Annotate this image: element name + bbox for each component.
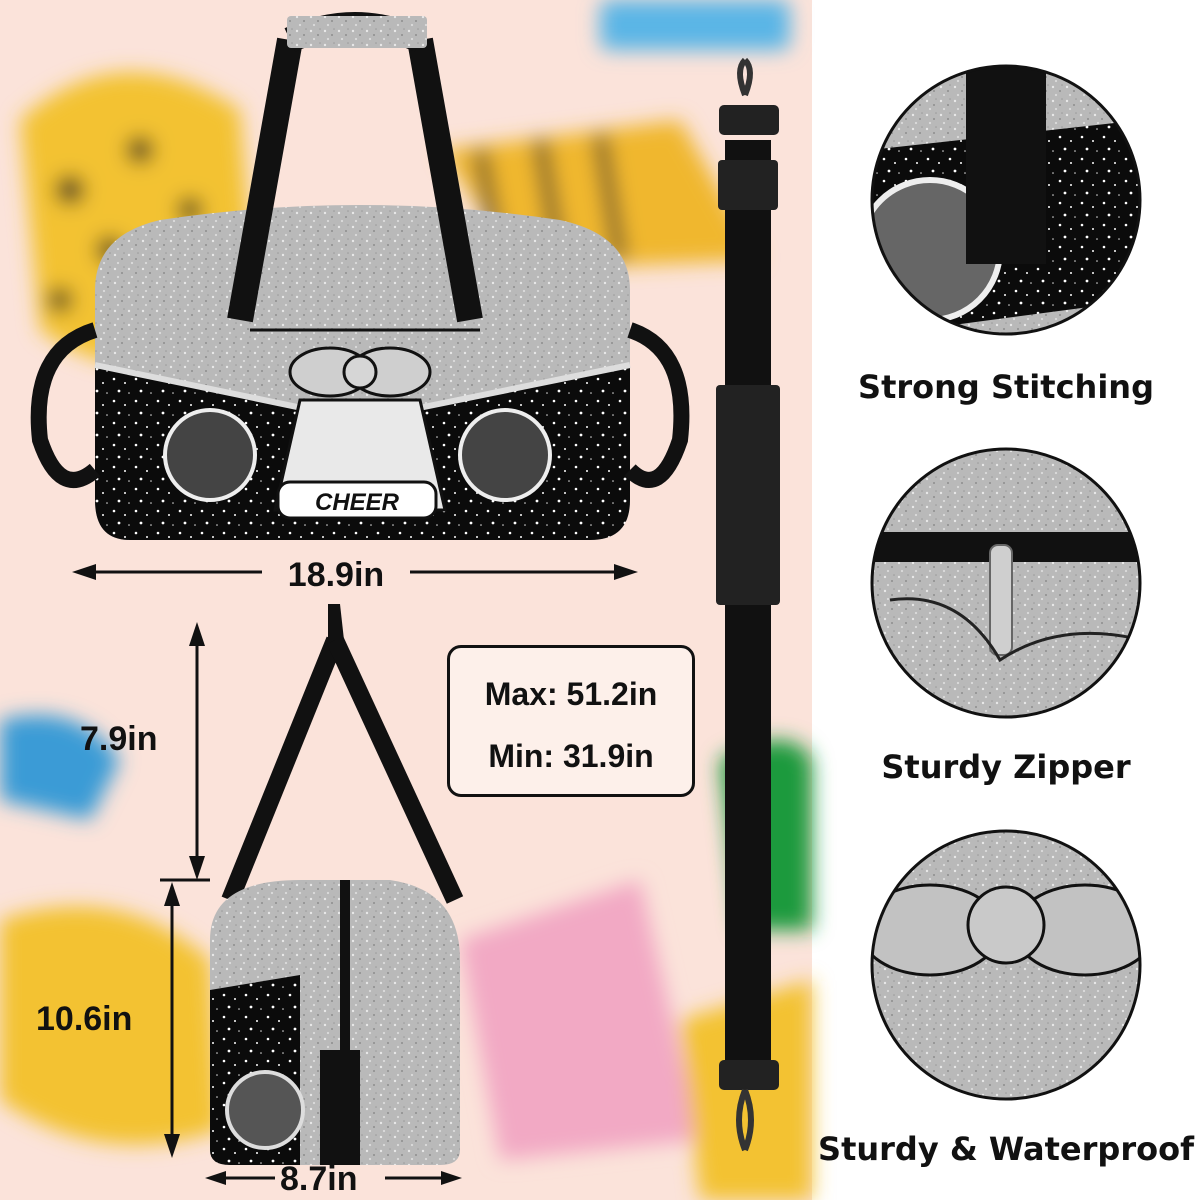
shoulder-strap: [716, 57, 780, 1152]
width-label: 18.9in: [287, 556, 385, 594]
side-width-arrow: [205, 1171, 462, 1185]
side-width-label: 8.7in: [280, 1160, 358, 1198]
feature-stitching-label: Strong Stitching: [858, 368, 1154, 406]
bag-side-view: [210, 604, 464, 1165]
feature-zipper-image: [870, 447, 1142, 719]
width-arrow: [72, 564, 638, 580]
height-arrow: [160, 622, 210, 882]
feature-waterproof-label: Sturdy & Waterproof: [818, 1130, 1194, 1168]
feature-zipper-label: Sturdy Zipper: [881, 748, 1131, 786]
strap-max-label: Max: 51.2in: [484, 676, 658, 712]
bag-logo-text: CHEER: [315, 489, 400, 516]
height-label: 7.9in: [80, 720, 158, 758]
feature-stitching-image: [870, 64, 1142, 336]
bag-front-view: CHEER: [30, 12, 690, 540]
depth-label: 10.6in: [36, 1000, 133, 1038]
feature-waterproof-image: [870, 829, 1142, 1101]
strap-min-label: Min: 31.9in: [488, 738, 654, 774]
strap-length-box: Max: 51.2in Min: 31.9in: [447, 645, 695, 797]
depth-arrow: [164, 882, 180, 1158]
